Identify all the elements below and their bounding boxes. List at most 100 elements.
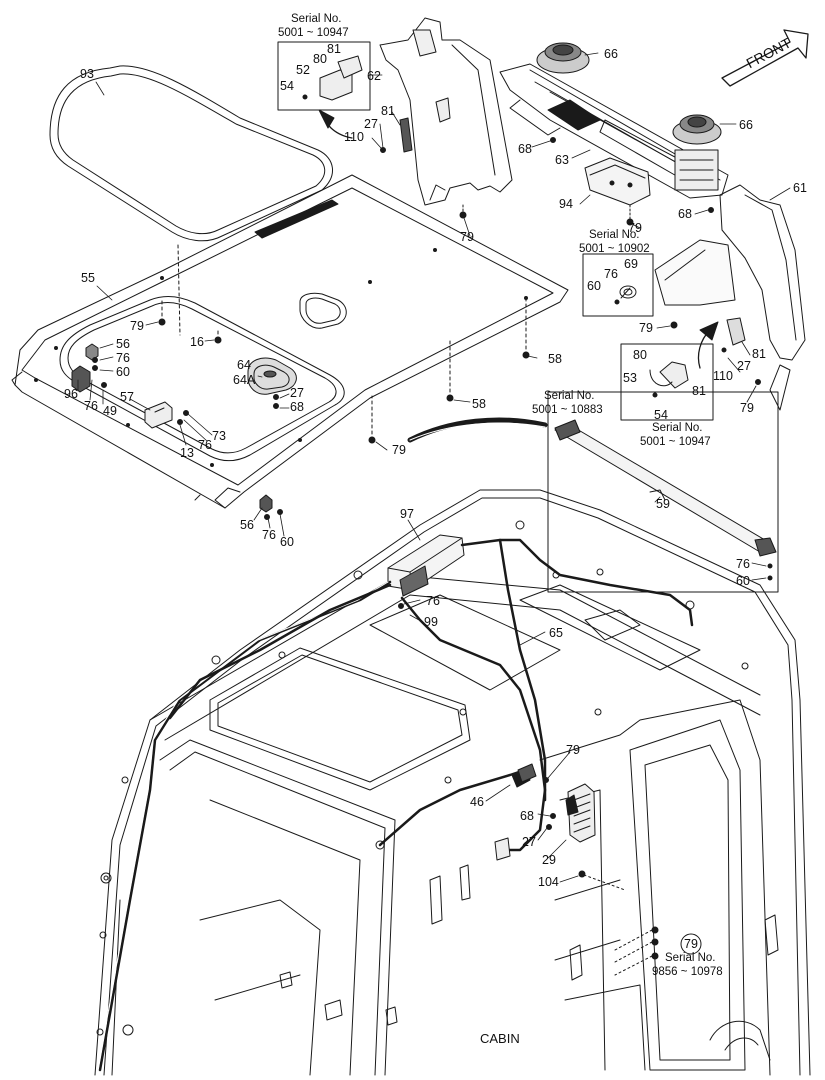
upper-trim-63 [499, 63, 729, 199]
callout-27: 27 [522, 835, 536, 849]
callout-64: 64 [237, 358, 251, 372]
callout-81: 81 [381, 104, 395, 118]
callout-79: 79 [684, 937, 698, 951]
callout-60: 60 [280, 535, 294, 549]
strip-59 [554, 419, 777, 581]
callout-65: 65 [549, 626, 563, 640]
callout-57: 57 [120, 390, 134, 404]
callout-99: 99 [424, 615, 438, 629]
callout-64a: 64A [233, 373, 256, 387]
serial-note-title: Serial No. [291, 13, 342, 25]
callout-94: 94 [559, 197, 573, 211]
callout-58: 58 [472, 397, 486, 411]
roof-headliner-55 [11, 174, 569, 509]
callout-76: 76 [198, 438, 212, 452]
speaker-66b [672, 114, 722, 191]
callout-16: 16 [190, 335, 204, 349]
callout-69: 69 [624, 257, 638, 271]
harness-97 [387, 534, 465, 597]
serial-box-2 [582, 253, 654, 317]
detail-box-3 [649, 361, 689, 398]
dashed-leaders [161, 244, 527, 441]
callout-58: 58 [548, 352, 562, 366]
bracket-57 [144, 401, 173, 429]
callout-81: 81 [327, 42, 341, 56]
callout-110: 110 [713, 369, 733, 383]
serial-note-title: Serial No. [665, 952, 716, 964]
callout-73: 73 [212, 429, 226, 443]
callout-54: 54 [280, 79, 294, 93]
callout-81: 81 [752, 347, 766, 361]
callout-79: 79 [639, 321, 653, 335]
screw-62 [380, 147, 467, 219]
callout-27: 27 [290, 386, 304, 400]
serial-box-59 [547, 391, 779, 593]
callout-56: 56 [240, 518, 254, 532]
serial-note-range: 5001 ~ 10883 [532, 404, 603, 416]
console-94 [584, 157, 651, 226]
callout-76: 76 [736, 557, 750, 571]
serial-note-range: 5001 ~ 10902 [579, 243, 650, 255]
circle-79-marker [680, 933, 702, 955]
callout-49: 49 [103, 404, 117, 418]
callout-110: 110 [344, 130, 364, 144]
callout-79: 79 [130, 319, 144, 333]
callout-62: 62 [367, 69, 381, 83]
callout-76: 76 [604, 267, 618, 281]
room-lamp-64 [247, 357, 297, 395]
roof-seal-93 [49, 65, 333, 242]
callout-76: 76 [116, 351, 130, 365]
callout-80: 80 [313, 52, 327, 66]
callout-27: 27 [364, 117, 378, 131]
detail-box-2 [614, 285, 637, 305]
harness-99-65 [97, 538, 694, 1072]
callout-68: 68 [678, 207, 692, 221]
callout-68: 68 [518, 142, 532, 156]
callout-63: 63 [555, 153, 569, 167]
front-arrow [721, 29, 809, 87]
callout-76: 76 [262, 528, 276, 542]
leader-lines [77, 52, 791, 883]
callout-79: 79 [628, 221, 642, 235]
bracket-96 [71, 365, 91, 393]
cabin-frame [94, 489, 811, 1076]
callout-97: 97 [400, 507, 414, 521]
callout-104: 104 [538, 875, 559, 889]
callout-60: 60 [116, 365, 130, 379]
screws-63 [550, 137, 714, 213]
callout-13: 13 [180, 446, 194, 460]
serial-box-3 [620, 343, 714, 421]
callout-76: 76 [426, 594, 440, 608]
clip-56a [85, 343, 99, 361]
callout-61: 61 [793, 181, 807, 195]
speaker-66a [536, 42, 590, 74]
serial-note-range: 9856 ~ 10978 [652, 966, 723, 978]
screw-set-roof [92, 318, 530, 520]
pillar-trim-61 [654, 184, 806, 411]
callout-68: 68 [520, 809, 534, 823]
connector-46 [511, 763, 537, 788]
callout-96: 96 [64, 387, 78, 401]
callout-79: 79 [566, 743, 580, 757]
callout-53: 53 [623, 371, 637, 385]
detail-box-1 [302, 55, 363, 101]
serial-note-title: Serial No. [544, 390, 595, 402]
callout-66: 66 [604, 47, 618, 61]
serial-note-title: Serial No. [589, 229, 640, 241]
callout-66: 66 [739, 118, 753, 132]
connector-plug [494, 837, 511, 861]
callout-79: 79 [740, 401, 754, 415]
callout-59: 59 [656, 497, 670, 511]
callout-46: 46 [470, 795, 484, 809]
callout-79: 79 [392, 443, 406, 457]
serial-note-title: Serial No. [652, 422, 703, 434]
callout-27: 27 [737, 359, 751, 373]
callout-56: 56 [116, 337, 130, 351]
callout-93: 93 [80, 67, 94, 81]
serial-note-range: 5001 ~ 10947 [640, 436, 711, 448]
callout-54: 54 [654, 408, 668, 422]
pillar-trim-62 [379, 17, 513, 206]
callout-81: 81 [692, 384, 706, 398]
callout-76: 76 [84, 399, 98, 413]
